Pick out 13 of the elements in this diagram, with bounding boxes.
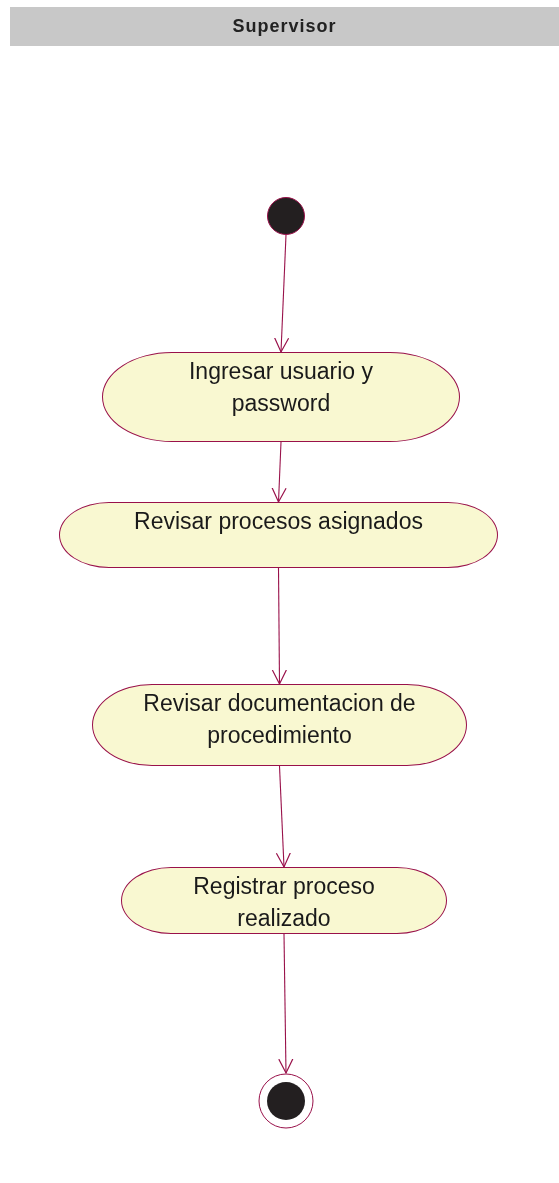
- flow-arrow: [274, 234, 290, 353]
- flow-arrow: [278, 933, 294, 1074]
- flow-arrow: [271, 567, 287, 685]
- activity-label: Revisar documentacion de procedimiento: [142, 689, 417, 750]
- swimlane-header: [10, 7, 559, 46]
- flow-arrow: [275, 765, 291, 868]
- end-node: [258, 1073, 314, 1129]
- lane-title: Supervisor: [232, 16, 337, 37]
- activity-label: Ingresar usuario y password: [187, 357, 375, 418]
- start-node: [267, 197, 305, 235]
- activity-label: Registrar proceso realizado: [192, 872, 376, 933]
- activity-label: Revisar procesos asignados: [133, 507, 424, 536]
- flow-arrow: [271, 441, 287, 503]
